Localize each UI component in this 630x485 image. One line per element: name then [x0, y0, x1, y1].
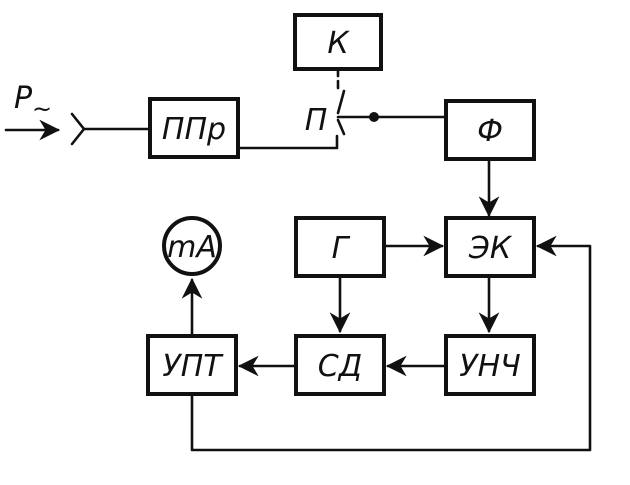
- input-label: P: [14, 81, 33, 116]
- block-g-label: Г: [332, 231, 351, 266]
- wire-feedback-upt-ek: [190, 235, 592, 452]
- block-upt: УПТ: [146, 334, 238, 396]
- block-sd-label: СД: [318, 349, 362, 384]
- block-unch: УНЧ: [444, 334, 536, 396]
- switch-contact-lower: [336, 118, 346, 136]
- block-upt-label: УПТ: [162, 349, 224, 384]
- switch-contact-upper: [336, 89, 346, 115]
- wire-ppr-switch: [236, 134, 339, 150]
- block-ppr: ППр: [148, 97, 240, 159]
- block-ma: mA: [162, 216, 222, 276]
- block-sd: СД: [294, 334, 386, 396]
- input-signal: P ~: [4, 81, 61, 141]
- input-connector-icon: [70, 112, 86, 146]
- switch-p: П: [305, 67, 379, 138]
- block-g: Г: [294, 216, 386, 278]
- input-sublabel: ~: [32, 95, 52, 123]
- block-k-label: К: [327, 26, 350, 61]
- block-ma-label: mA: [167, 230, 217, 265]
- block-unch-label: УНЧ: [459, 349, 520, 384]
- block-ek: ЭК: [444, 216, 536, 278]
- block-f: Ф: [444, 99, 536, 161]
- block-f-label: Ф: [477, 114, 503, 149]
- switch-label: П: [305, 103, 328, 138]
- block-ek-label: ЭК: [468, 231, 513, 266]
- block-ppr-label: ППр: [162, 112, 226, 147]
- block-k: К: [293, 13, 383, 71]
